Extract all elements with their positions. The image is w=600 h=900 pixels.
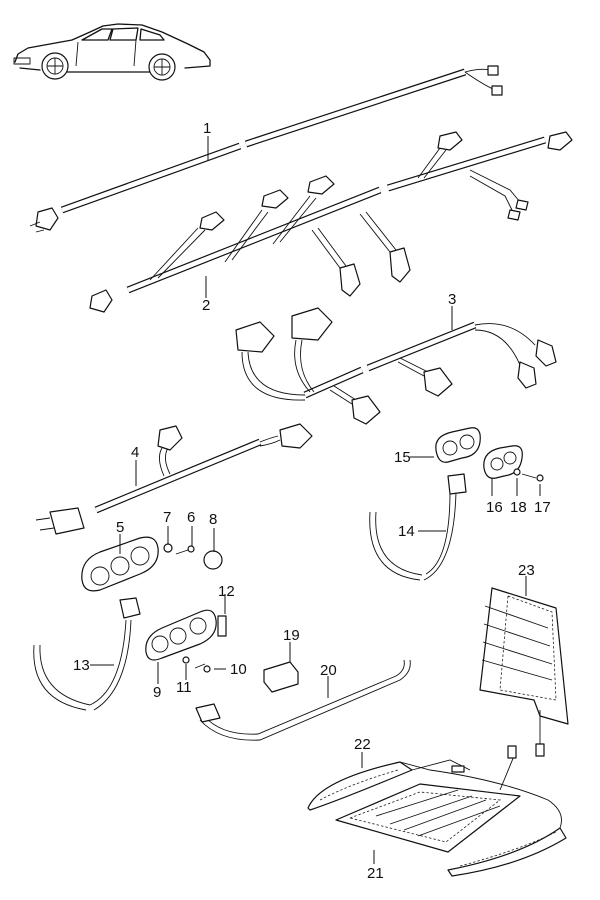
- connector-icon: [507, 209, 521, 221]
- screw-icon: [175, 549, 189, 555]
- connector-icon: [49, 507, 85, 535]
- connector-icon: [447, 473, 467, 495]
- clip-nut-icon: [163, 543, 173, 553]
- callout-16: 16: [486, 499, 503, 516]
- callout-11: 11: [176, 679, 192, 696]
- connector-icon: [507, 745, 517, 759]
- connector-icon: [89, 289, 113, 313]
- harness-3: [235, 307, 557, 425]
- callout-13: 13: [73, 657, 90, 674]
- callout-18: 18: [510, 499, 527, 516]
- harness-2: [89, 131, 573, 313]
- washer-icon: [182, 656, 190, 664]
- harness-4: [35, 423, 313, 535]
- callout-7: 7: [163, 509, 171, 526]
- connector-icon: [307, 175, 335, 195]
- connector-icon: [235, 321, 275, 353]
- connector-icon: [517, 361, 537, 389]
- connector-icon: [195, 703, 221, 723]
- callout-23: 23: [518, 562, 535, 579]
- backrest-heater-23: [479, 587, 569, 757]
- connector-icon: [437, 131, 463, 151]
- washer-icon: [513, 468, 521, 476]
- screw-head-icon: [203, 665, 211, 673]
- connector-icon: [279, 423, 313, 449]
- callout-1: 1: [203, 120, 211, 137]
- relay-icon: [263, 661, 299, 693]
- connector-icon: [487, 65, 499, 76]
- screw-head-icon: [187, 545, 195, 553]
- callout-21: 21: [367, 865, 384, 882]
- connector-icon: [199, 211, 225, 231]
- callout-15: 15: [394, 449, 411, 466]
- side-bolster-heater-22: [307, 761, 567, 877]
- connector-icon: [515, 199, 529, 211]
- callout-10: 10: [230, 661, 247, 678]
- connector-icon: [535, 339, 557, 367]
- callouts: 1 2 3 4 5 6 7 8 9 10 11 12 13 14 15 16 1: [73, 120, 551, 882]
- lead-13: [33, 644, 91, 711]
- callout-22: 22: [354, 736, 371, 753]
- callout-17: 17: [534, 499, 551, 516]
- connector-icon: [119, 597, 141, 619]
- callout-4: 4: [131, 444, 139, 461]
- harness-1: [29, 65, 503, 233]
- connector-icon: [261, 189, 289, 209]
- car-icon: [13, 23, 211, 81]
- connector-icon: [547, 131, 573, 151]
- switch-housing-15: [435, 427, 481, 463]
- connector-icon: [339, 263, 361, 297]
- screw-icon: [194, 663, 206, 669]
- screw-icon: [521, 473, 537, 479]
- connector-icon: [423, 367, 453, 397]
- connector-icon: [389, 247, 411, 283]
- callout-9: 9: [153, 684, 161, 701]
- connector-icon: [157, 425, 183, 451]
- connector-icon: [491, 85, 503, 96]
- callout-14: 14: [398, 523, 415, 540]
- blank-insert-icon: [217, 615, 227, 637]
- callout-19: 19: [283, 627, 300, 644]
- callout-2: 2: [202, 297, 210, 314]
- connector-icon: [35, 207, 59, 231]
- callout-8: 8: [209, 511, 217, 528]
- cushion-heater-21: [335, 783, 521, 853]
- callout-20: 20: [320, 662, 337, 679]
- callout-6: 6: [187, 509, 195, 526]
- lead-14: [369, 511, 423, 581]
- trim-panel-9: [145, 609, 217, 661]
- callout-3: 3: [448, 291, 456, 308]
- lead-20: [199, 659, 411, 741]
- screw-head-icon: [536, 474, 544, 482]
- connector-icon: [351, 395, 381, 425]
- connector-icon: [451, 765, 465, 773]
- switch-housing-5: [81, 536, 159, 592]
- connector-icon: [291, 307, 333, 341]
- callout-12: 12: [218, 583, 235, 600]
- callout-5: 5: [116, 519, 124, 536]
- cap-icon: [203, 550, 223, 570]
